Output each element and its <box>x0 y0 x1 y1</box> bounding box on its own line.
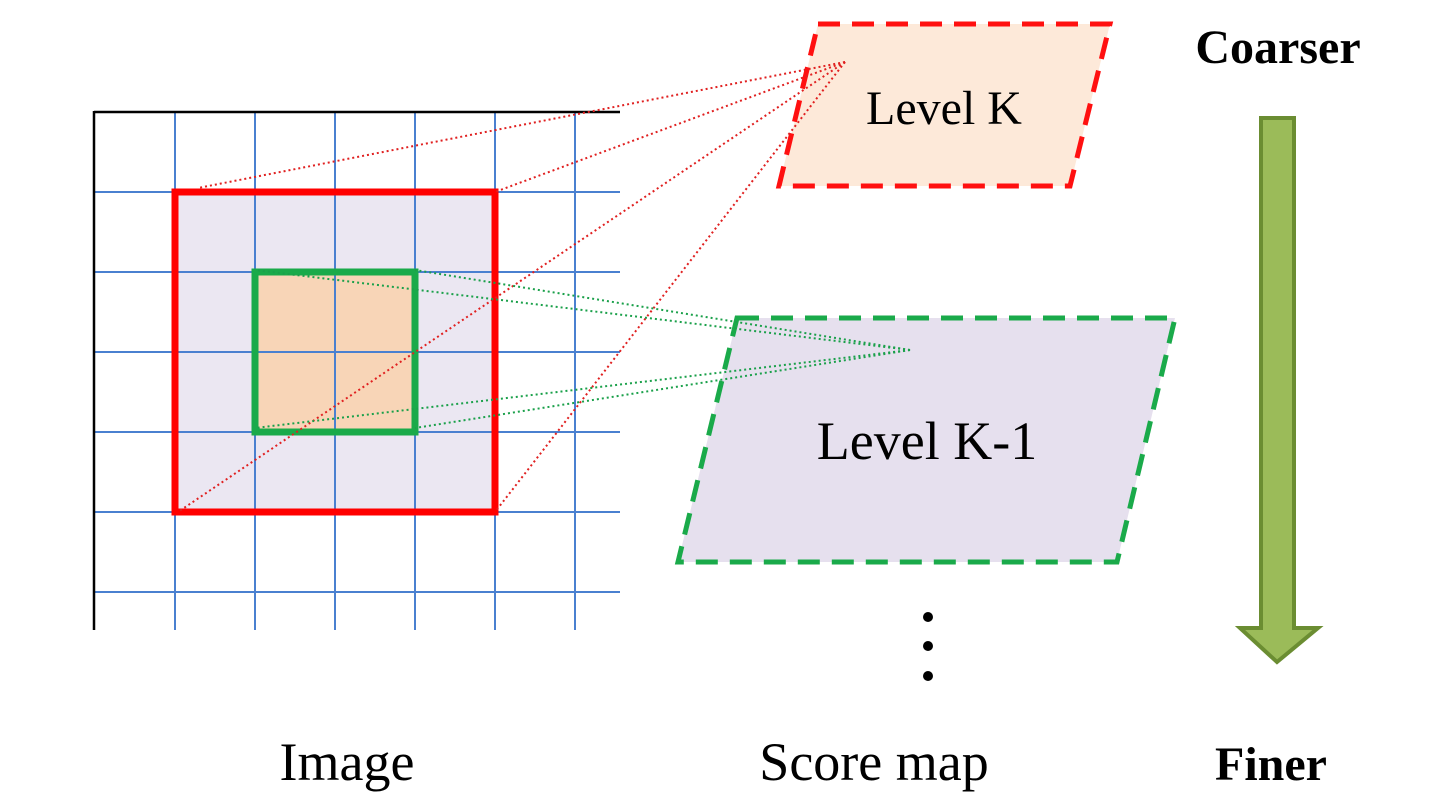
ellipsis-dot <box>923 612 933 622</box>
red-receptive-field-box <box>171 188 499 516</box>
ellipsis-dot <box>923 671 933 681</box>
score-map-label: Score map <box>759 732 988 792</box>
red-projection-line <box>494 61 846 513</box>
red-projection-line <box>177 61 846 513</box>
ellipsis-dots <box>923 612 933 681</box>
finer-label: Finer <box>1215 738 1327 791</box>
ellipsis-dot <box>923 641 933 651</box>
level-k-minus-1-score-map <box>674 315 1179 565</box>
level-k-score-map <box>775 21 1114 189</box>
red-projection-line <box>494 61 846 193</box>
green-projection-line <box>414 269 911 351</box>
coarse-to-fine-arrow <box>1234 116 1324 665</box>
image-label: Image <box>280 732 415 792</box>
coarser-label: Coarser <box>1195 21 1360 74</box>
red-projection-line <box>197 61 846 189</box>
level-k-label: Level K <box>866 82 1022 135</box>
green-projection-line <box>414 349 911 429</box>
level-k-minus-1-label: Level K-1 <box>817 411 1037 471</box>
green-projection-lines <box>254 269 911 429</box>
red-projection-lines <box>177 61 846 513</box>
green-receptive-field-box <box>251 268 419 436</box>
grid-overlay <box>175 192 495 512</box>
